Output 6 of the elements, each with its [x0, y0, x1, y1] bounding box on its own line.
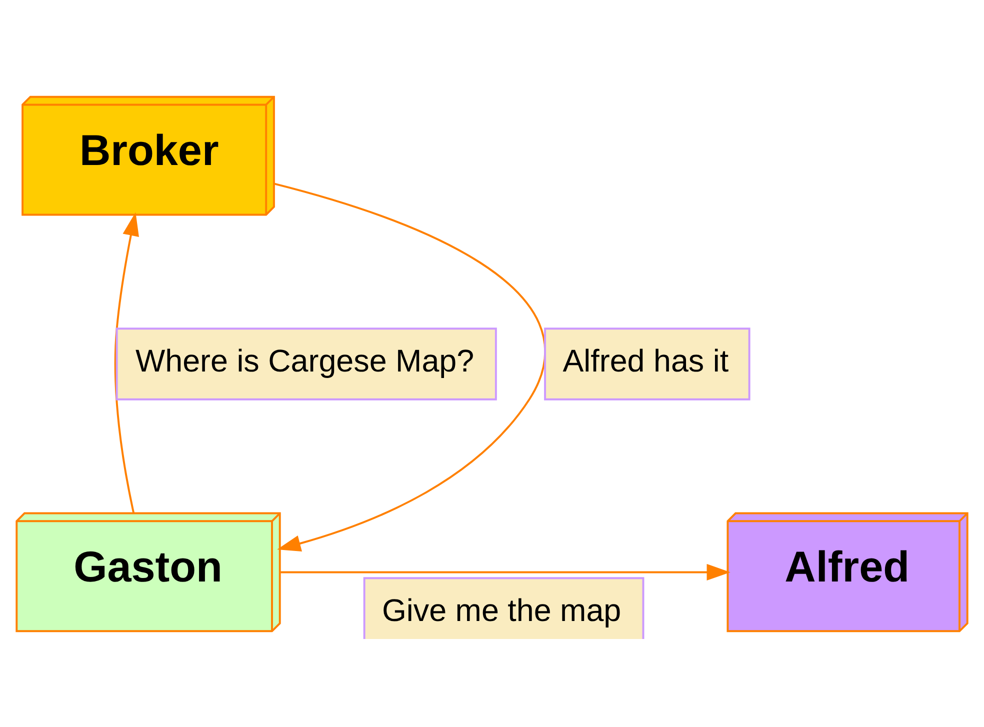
arrow: [274, 182, 546, 552]
arrow: [280, 563, 730, 580]
edge-label: Give me the map: [382, 592, 622, 628]
edge-label: Alfred has it: [562, 342, 729, 378]
edge-label: Where is Cargese Map?: [135, 342, 474, 378]
arrow: [114, 212, 139, 512]
